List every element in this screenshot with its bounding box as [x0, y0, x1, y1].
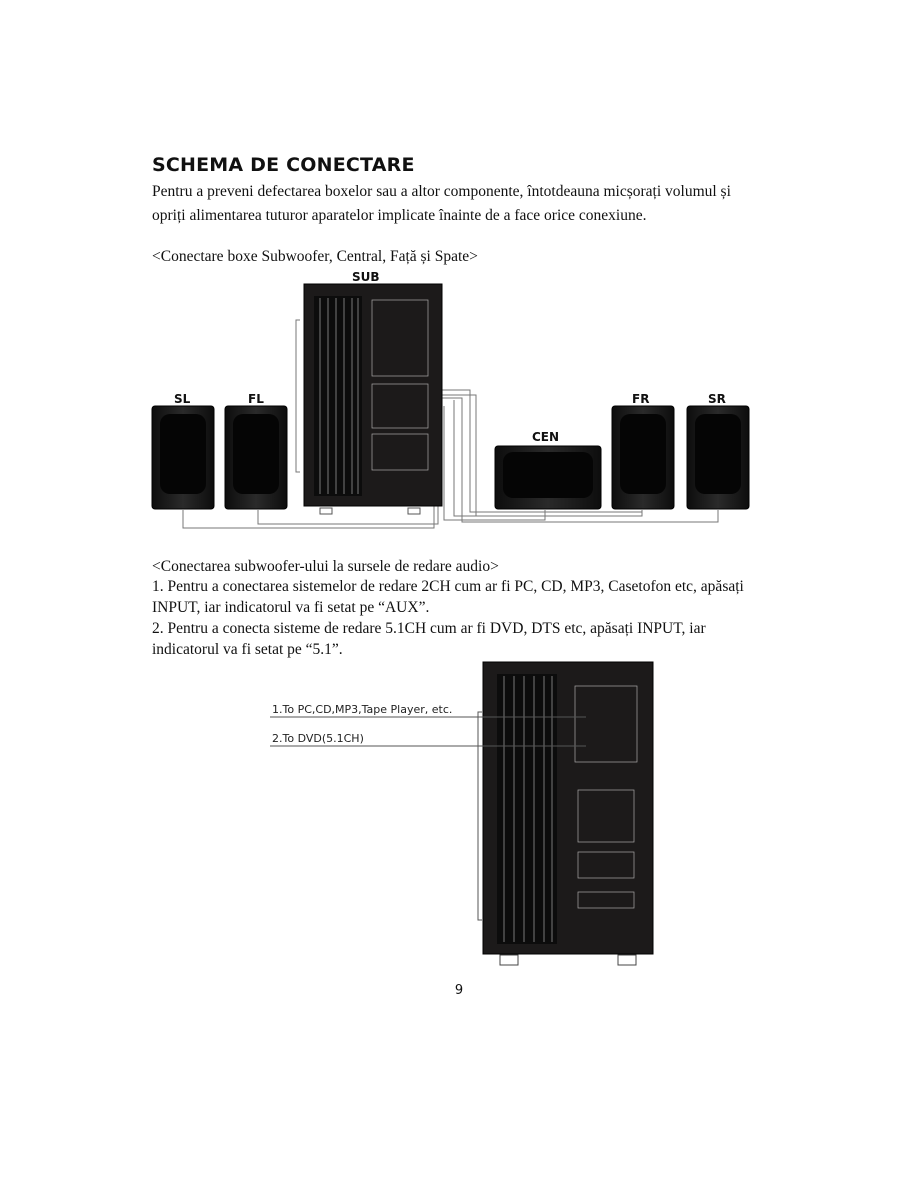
- subwoofer-unit: [303, 283, 443, 515]
- page-title: SCHEMA DE CONECTARE: [152, 154, 415, 176]
- section1-caption: <Conectare boxe Subwoofer, Central, Față…: [152, 248, 478, 265]
- subwoofer-rear-panel: [482, 661, 654, 966]
- cen-label: CEN: [532, 430, 559, 444]
- section2-caption: <Conectarea subwoofer-ului la sursele de…: [152, 558, 499, 575]
- speaker-fr: [611, 405, 675, 510]
- speaker-sl: [151, 405, 215, 510]
- intro-line-1: Pentru a preveni defectarea boxelor sau …: [152, 183, 731, 200]
- step1-line-1: 1. Pentru a conectarea sistemelor de red…: [152, 578, 744, 595]
- sub-label: SUB: [352, 270, 380, 284]
- fl-label: FL: [248, 392, 264, 406]
- fr-label: FR: [632, 392, 649, 406]
- source-2ch-label: 1.To PC,CD,MP3,Tape Player, etc.: [272, 703, 452, 716]
- step1-line-2: INPUT, iar indicatorul va fi setat pe “A…: [152, 599, 430, 616]
- step2-line-2: indicatorul va fi setat pe “5.1”.: [152, 641, 343, 658]
- speaker-fl: [224, 405, 288, 510]
- step2-line-1: 2. Pentru a conecta sisteme de redare 5.…: [152, 620, 706, 637]
- sl-label: SL: [174, 392, 191, 406]
- speaker-sr: [686, 405, 750, 510]
- speaker-cen: [494, 445, 602, 510]
- intro-line-2: opriți alimentarea tuturor aparatelor im…: [152, 207, 647, 224]
- page-number: 9: [454, 983, 464, 998]
- sr-label: SR: [708, 392, 726, 406]
- source-51ch-label: 2.To DVD(5.1CH): [272, 732, 364, 745]
